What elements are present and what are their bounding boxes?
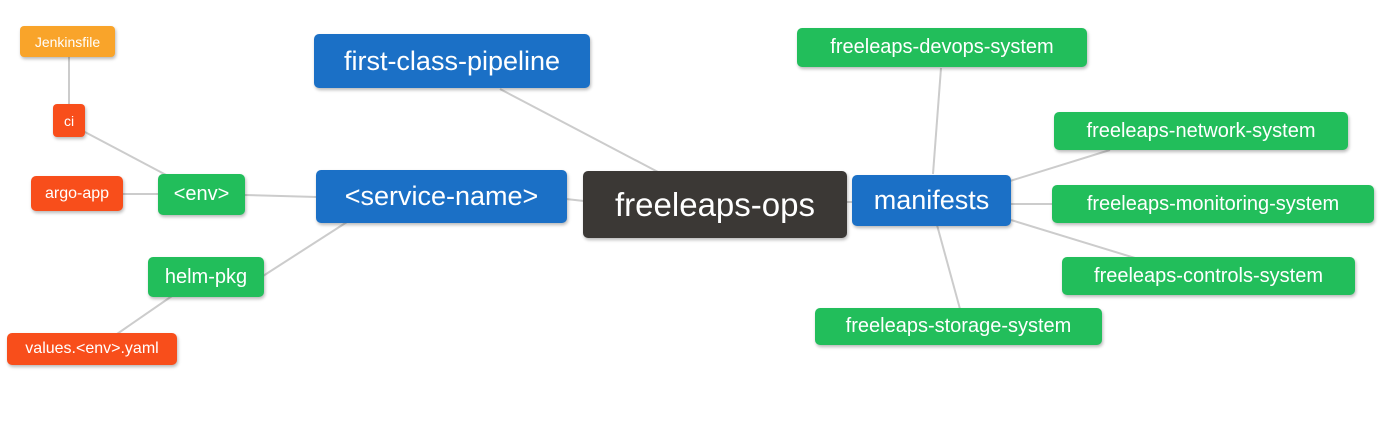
node-freeleaps-controls-system[interactable]: freeleaps-controls-system — [1062, 257, 1355, 295]
node-freeleaps-ops[interactable]: freeleaps-ops — [583, 171, 847, 238]
node-values-env-yaml[interactable]: values.<env>.yaml — [7, 333, 177, 365]
edge-manifests-devops-system — [932, 67, 942, 175]
edge-manifests-network-system — [1009, 149, 1111, 182]
edge-helm-pkg-values — [116, 295, 173, 335]
node-freeleaps-storage-system[interactable]: freeleaps-storage-system — [815, 308, 1102, 345]
edge-manifests-storage-system — [936, 224, 961, 310]
node-service-name[interactable]: <service-name> — [316, 170, 567, 223]
node-jenkinsfile[interactable]: Jenkinsfile — [20, 26, 115, 57]
node-first-class-pipeline[interactable]: first-class-pipeline — [314, 34, 590, 88]
node-manifests[interactable]: manifests — [852, 175, 1011, 226]
node-ci[interactable]: ci — [53, 104, 85, 137]
node-env[interactable]: <env> — [158, 174, 245, 215]
edge-ci-env — [82, 130, 171, 178]
node-helm-pkg[interactable]: helm-pkg — [148, 257, 264, 297]
node-freeleaps-devops-system[interactable]: freeleaps-devops-system — [797, 28, 1087, 67]
edge-service-name-helm-pkg — [262, 221, 348, 277]
edge-pipeline-root — [499, 88, 659, 173]
node-freeleaps-monitoring-system[interactable]: freeleaps-monitoring-system — [1052, 185, 1374, 223]
edge-manifests-controls-system — [1010, 219, 1136, 259]
edge-env-service-name — [243, 194, 318, 198]
node-argo-app[interactable]: argo-app — [31, 176, 123, 211]
node-freeleaps-network-system[interactable]: freeleaps-network-system — [1054, 112, 1348, 150]
edge-service-name-root — [565, 198, 585, 202]
